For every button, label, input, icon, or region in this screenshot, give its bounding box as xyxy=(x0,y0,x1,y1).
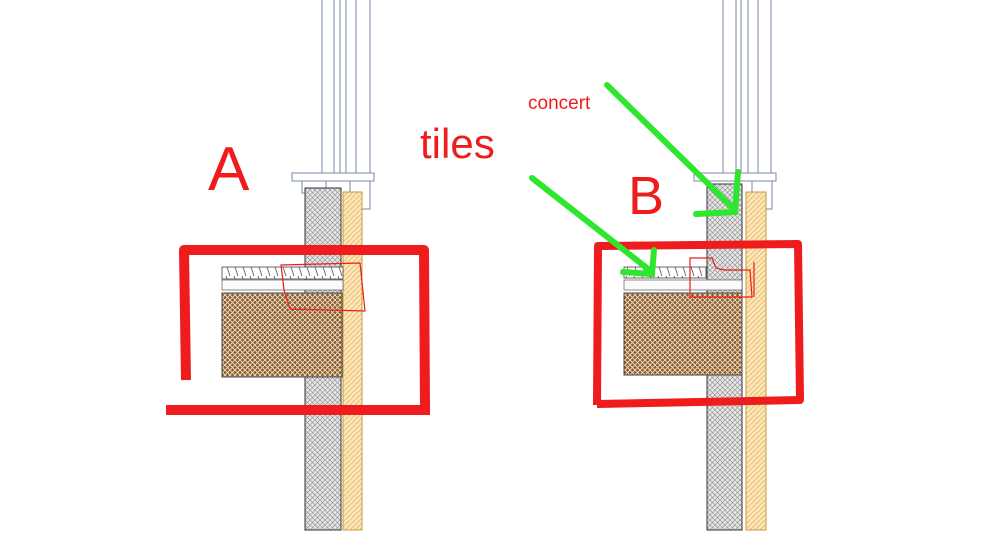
detail-a: A xyxy=(166,0,430,531)
label-a: A xyxy=(208,135,250,204)
highlight-box-b xyxy=(593,240,804,408)
label-concrete: concert xyxy=(528,93,591,114)
label-tiles: tiles xyxy=(420,120,495,167)
arrow-tiles xyxy=(529,175,657,278)
detail-b: B tiles concert xyxy=(420,0,804,531)
arrow-concrete xyxy=(604,82,741,217)
highlight-box-a xyxy=(166,245,430,415)
screed-layer xyxy=(623,279,743,291)
window-frame xyxy=(291,0,375,210)
sketch-outline-b xyxy=(689,257,755,298)
floor-slab xyxy=(623,292,743,376)
sketch-outline-a xyxy=(280,262,366,312)
floor-slab xyxy=(221,292,343,378)
cladding xyxy=(342,191,363,531)
label-b: B xyxy=(628,166,664,226)
